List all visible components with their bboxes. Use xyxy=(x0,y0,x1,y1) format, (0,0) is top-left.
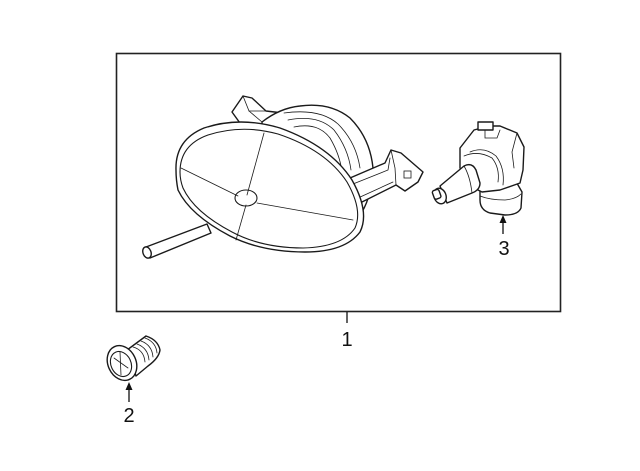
screw-icon xyxy=(106,335,161,402)
callout-3-label: 3 xyxy=(498,238,509,260)
bulb-icon xyxy=(431,121,525,234)
callout-2-label: 2 xyxy=(123,405,134,427)
fog-lamp-icon xyxy=(142,95,424,259)
callout-1-label: 1 xyxy=(341,329,352,351)
